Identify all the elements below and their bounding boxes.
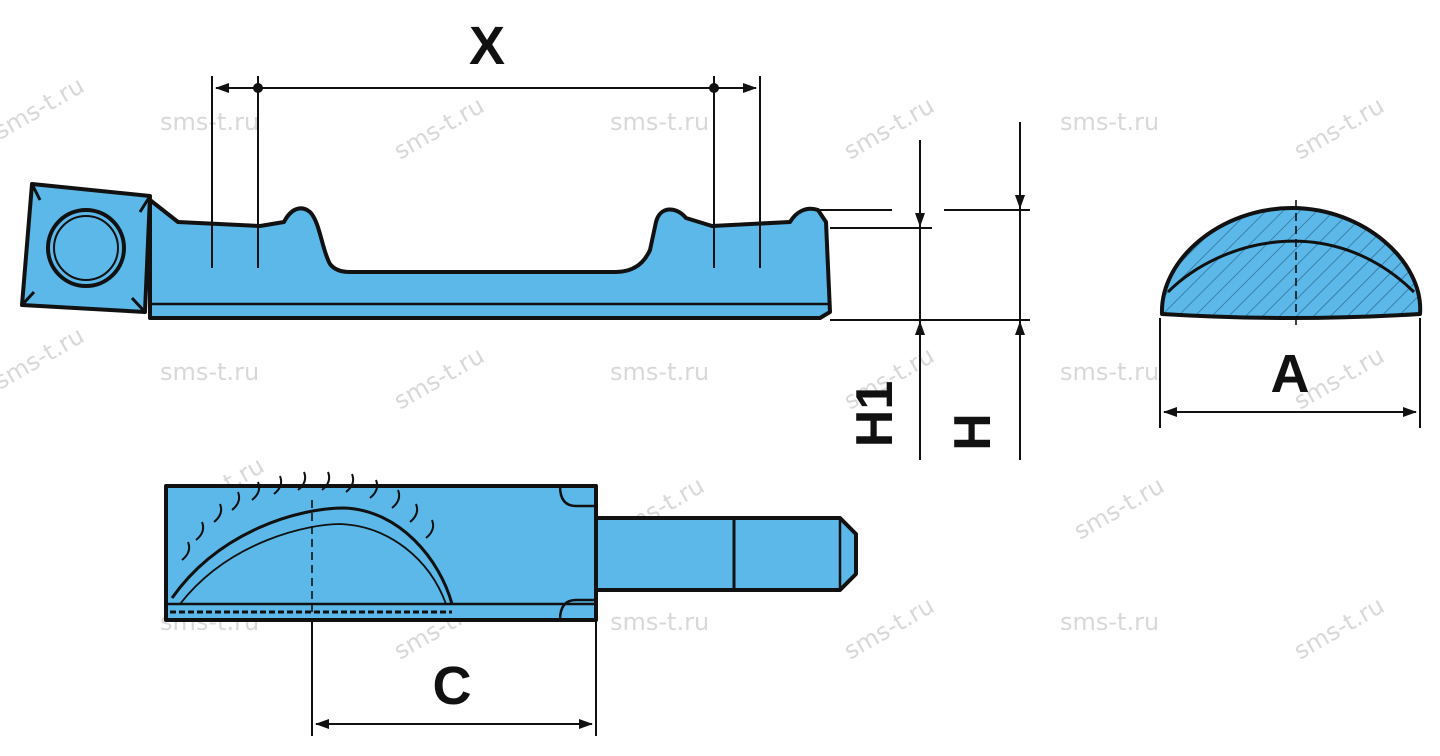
dimension-label-h1: H1	[846, 381, 904, 447]
watermark-text: sms-t.ru	[1289, 591, 1389, 665]
watermark-text: sms-t.ru	[1060, 608, 1159, 636]
side-view: X H1 H	[20, 16, 1030, 460]
watermark-text: sms-t.ru	[0, 71, 89, 145]
watermark-text: sms-t.ru	[1060, 108, 1159, 136]
top-view-arc	[170, 506, 454, 605]
watermark-text: sms-t.ru	[610, 358, 709, 386]
watermark-text: sms-t.ru	[610, 608, 709, 636]
watermark-text: sms-t.ru	[0, 321, 89, 395]
cross-section-shape	[1159, 206, 1423, 320]
side-view-hole	[46, 208, 126, 288]
watermark-text: sms-t.ru	[160, 108, 259, 136]
dimension-label-x: X	[469, 16, 505, 76]
watermark-text: sms-t.ru	[389, 91, 489, 165]
watermark-text: sms-t.ru	[839, 91, 939, 165]
watermark-text: sms-t.ru	[839, 591, 939, 665]
top-view-body	[164, 484, 598, 622]
watermark-text: sms-t.ru	[610, 108, 709, 136]
side-view-head	[20, 182, 152, 314]
cross-section-view: A	[1159, 200, 1423, 428]
side-view-blade	[148, 198, 832, 320]
top-view-shank	[592, 516, 858, 592]
watermark-text: sms-t.ru	[160, 358, 259, 386]
watermark-text: sms-t.ru	[389, 341, 489, 415]
watermark-text: sms-t.ru	[1069, 471, 1169, 545]
top-view: C	[164, 471, 858, 736]
watermark-text: sms-t.ru	[1289, 91, 1389, 165]
watermark-text: sms-t.ru	[1060, 358, 1159, 386]
dimension-label-h: H	[944, 413, 1002, 451]
dimension-label-c: C	[433, 656, 472, 716]
dimension-label-a: A	[1271, 344, 1310, 404]
